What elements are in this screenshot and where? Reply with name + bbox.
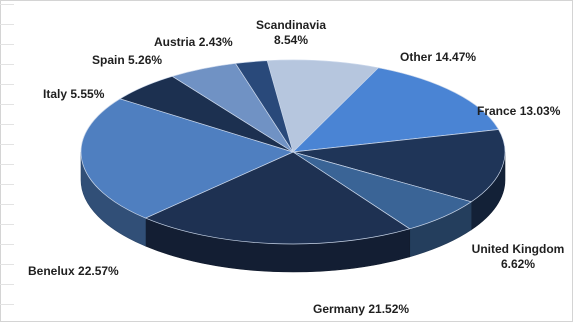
- label-france: France 13.03%: [477, 104, 560, 119]
- gridline-tick: [0, 284, 14, 285]
- label-austria-value: 2.43%: [198, 35, 233, 49]
- pie-slice-france: [292, 129, 506, 203]
- gridline-tick: [0, 164, 14, 165]
- worksheet-gridlines: [0, 0, 18, 322]
- label-scandinavia-name: Scandinavia: [255, 18, 327, 32]
- gridline-tick: [0, 264, 14, 265]
- gridline-tick: [0, 104, 14, 105]
- pie-slice-austria: [235, 60, 294, 153]
- label-spain-value: 5.26%: [128, 53, 163, 67]
- pie-slice-benelux: [80, 98, 294, 219]
- label-scandinavia-value: 8.54%: [273, 33, 309, 47]
- label-germany-value: 21.52%: [368, 302, 410, 316]
- gridline-tick: [0, 124, 14, 125]
- label-united-kingdom-name: United Kingdom: [471, 242, 565, 256]
- gridline-tick: [0, 44, 14, 45]
- label-france-name: France: [477, 104, 517, 118]
- gridline-tick: [0, 304, 14, 305]
- label-austria: Austria 2.43%: [154, 35, 233, 50]
- gridline-tick: [0, 4, 14, 5]
- gridline-tick: [0, 184, 14, 185]
- label-spain-name: Spain: [92, 53, 125, 67]
- label-benelux-value: 22.57%: [78, 264, 119, 278]
- gridline-tick: [0, 24, 14, 25]
- gridline-tick: [0, 64, 14, 65]
- label-austria-name: Austria: [154, 35, 196, 49]
- gridline-tick: [0, 224, 14, 225]
- gridline-tick: [0, 84, 14, 85]
- label-other-value: 14.47%: [435, 50, 477, 64]
- label-italy-value: 5.55%: [70, 87, 105, 101]
- label-france-value: 13.03%: [519, 104, 561, 118]
- label-scandinavia: Scandinavia 8.54%: [248, 18, 334, 48]
- pie-slice-other: [292, 67, 499, 153]
- pie-slice-scandinavia: [266, 59, 379, 153]
- gridline-tick: [0, 244, 14, 245]
- label-italy: Italy 5.55%: [43, 87, 104, 102]
- label-spain: Spain 5.26%: [92, 53, 162, 68]
- label-benelux: Benelux 22.57%: [28, 264, 119, 279]
- label-united-kingdom: United Kingdom 6.62%: [464, 242, 572, 272]
- label-germany: Germany 21.52%: [313, 302, 409, 317]
- label-germany-name: Germany: [313, 302, 366, 316]
- gridline-tick: [0, 144, 14, 145]
- label-other: Other 14.47%: [400, 50, 476, 65]
- pie-slice-germany: [145, 151, 411, 245]
- pie-top-faces: [80, 59, 506, 245]
- label-benelux-name: Benelux: [28, 264, 75, 278]
- label-italy-name: Italy: [43, 87, 68, 101]
- label-united-kingdom-value: 6.62%: [500, 257, 536, 271]
- gridline-tick: [0, 204, 14, 205]
- label-other-name: Other: [400, 50, 433, 64]
